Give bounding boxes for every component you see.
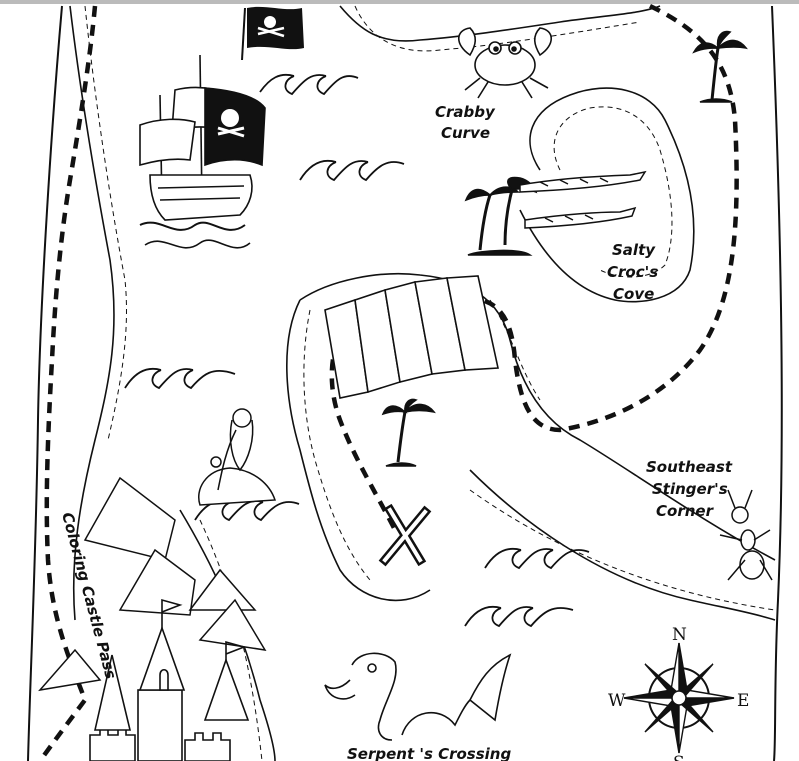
pirate-ship-icon (139, 54, 266, 249)
wave-icon (299, 159, 405, 182)
mountains (38, 476, 267, 692)
compass-rose-icon (623, 642, 735, 754)
wave-icon (124, 367, 236, 390)
mermaid-icon (198, 408, 277, 506)
label-crabby-curve-line1: Crabby (435, 103, 496, 121)
compass-south: S (673, 753, 685, 761)
ant-icon (719, 489, 773, 581)
sea-serpent-icon (324, 652, 512, 741)
castle-icon (89, 598, 250, 761)
palm-tree-icon (381, 398, 436, 467)
compass-north: N (672, 625, 687, 645)
pirate-flag-icon (241, 6, 304, 61)
waves (124, 73, 590, 628)
crab-icon (457, 27, 553, 99)
treasure-trail (38, 3, 739, 761)
label-salty-croc-cove-line1: Salty (612, 241, 656, 259)
label-crabby-curve-line2: Curve (441, 124, 490, 142)
label-serpents-crossing: Serpent 's Crossing (347, 745, 511, 761)
treasure-x (378, 503, 432, 567)
label-southeast-stinger-line3: Corner (656, 502, 715, 520)
wave-icon (464, 605, 574, 628)
compass-west: W (608, 691, 626, 711)
label-southeast-stinger-line2: Stinger's (652, 480, 728, 498)
wave-icon (259, 73, 359, 96)
label-salty-croc-cove-line2: Croc's (607, 263, 658, 281)
wave-icon (484, 547, 590, 570)
rope-bridge (324, 275, 499, 399)
compass-east: E (737, 691, 749, 711)
crocodile-icon (519, 170, 647, 229)
parchment-border (27, 5, 783, 761)
label-southeast-stinger-line1: Southeast (646, 458, 733, 476)
label-salty-croc-cove-line3: Cove (613, 285, 654, 303)
palm-tree-icon (692, 30, 748, 103)
